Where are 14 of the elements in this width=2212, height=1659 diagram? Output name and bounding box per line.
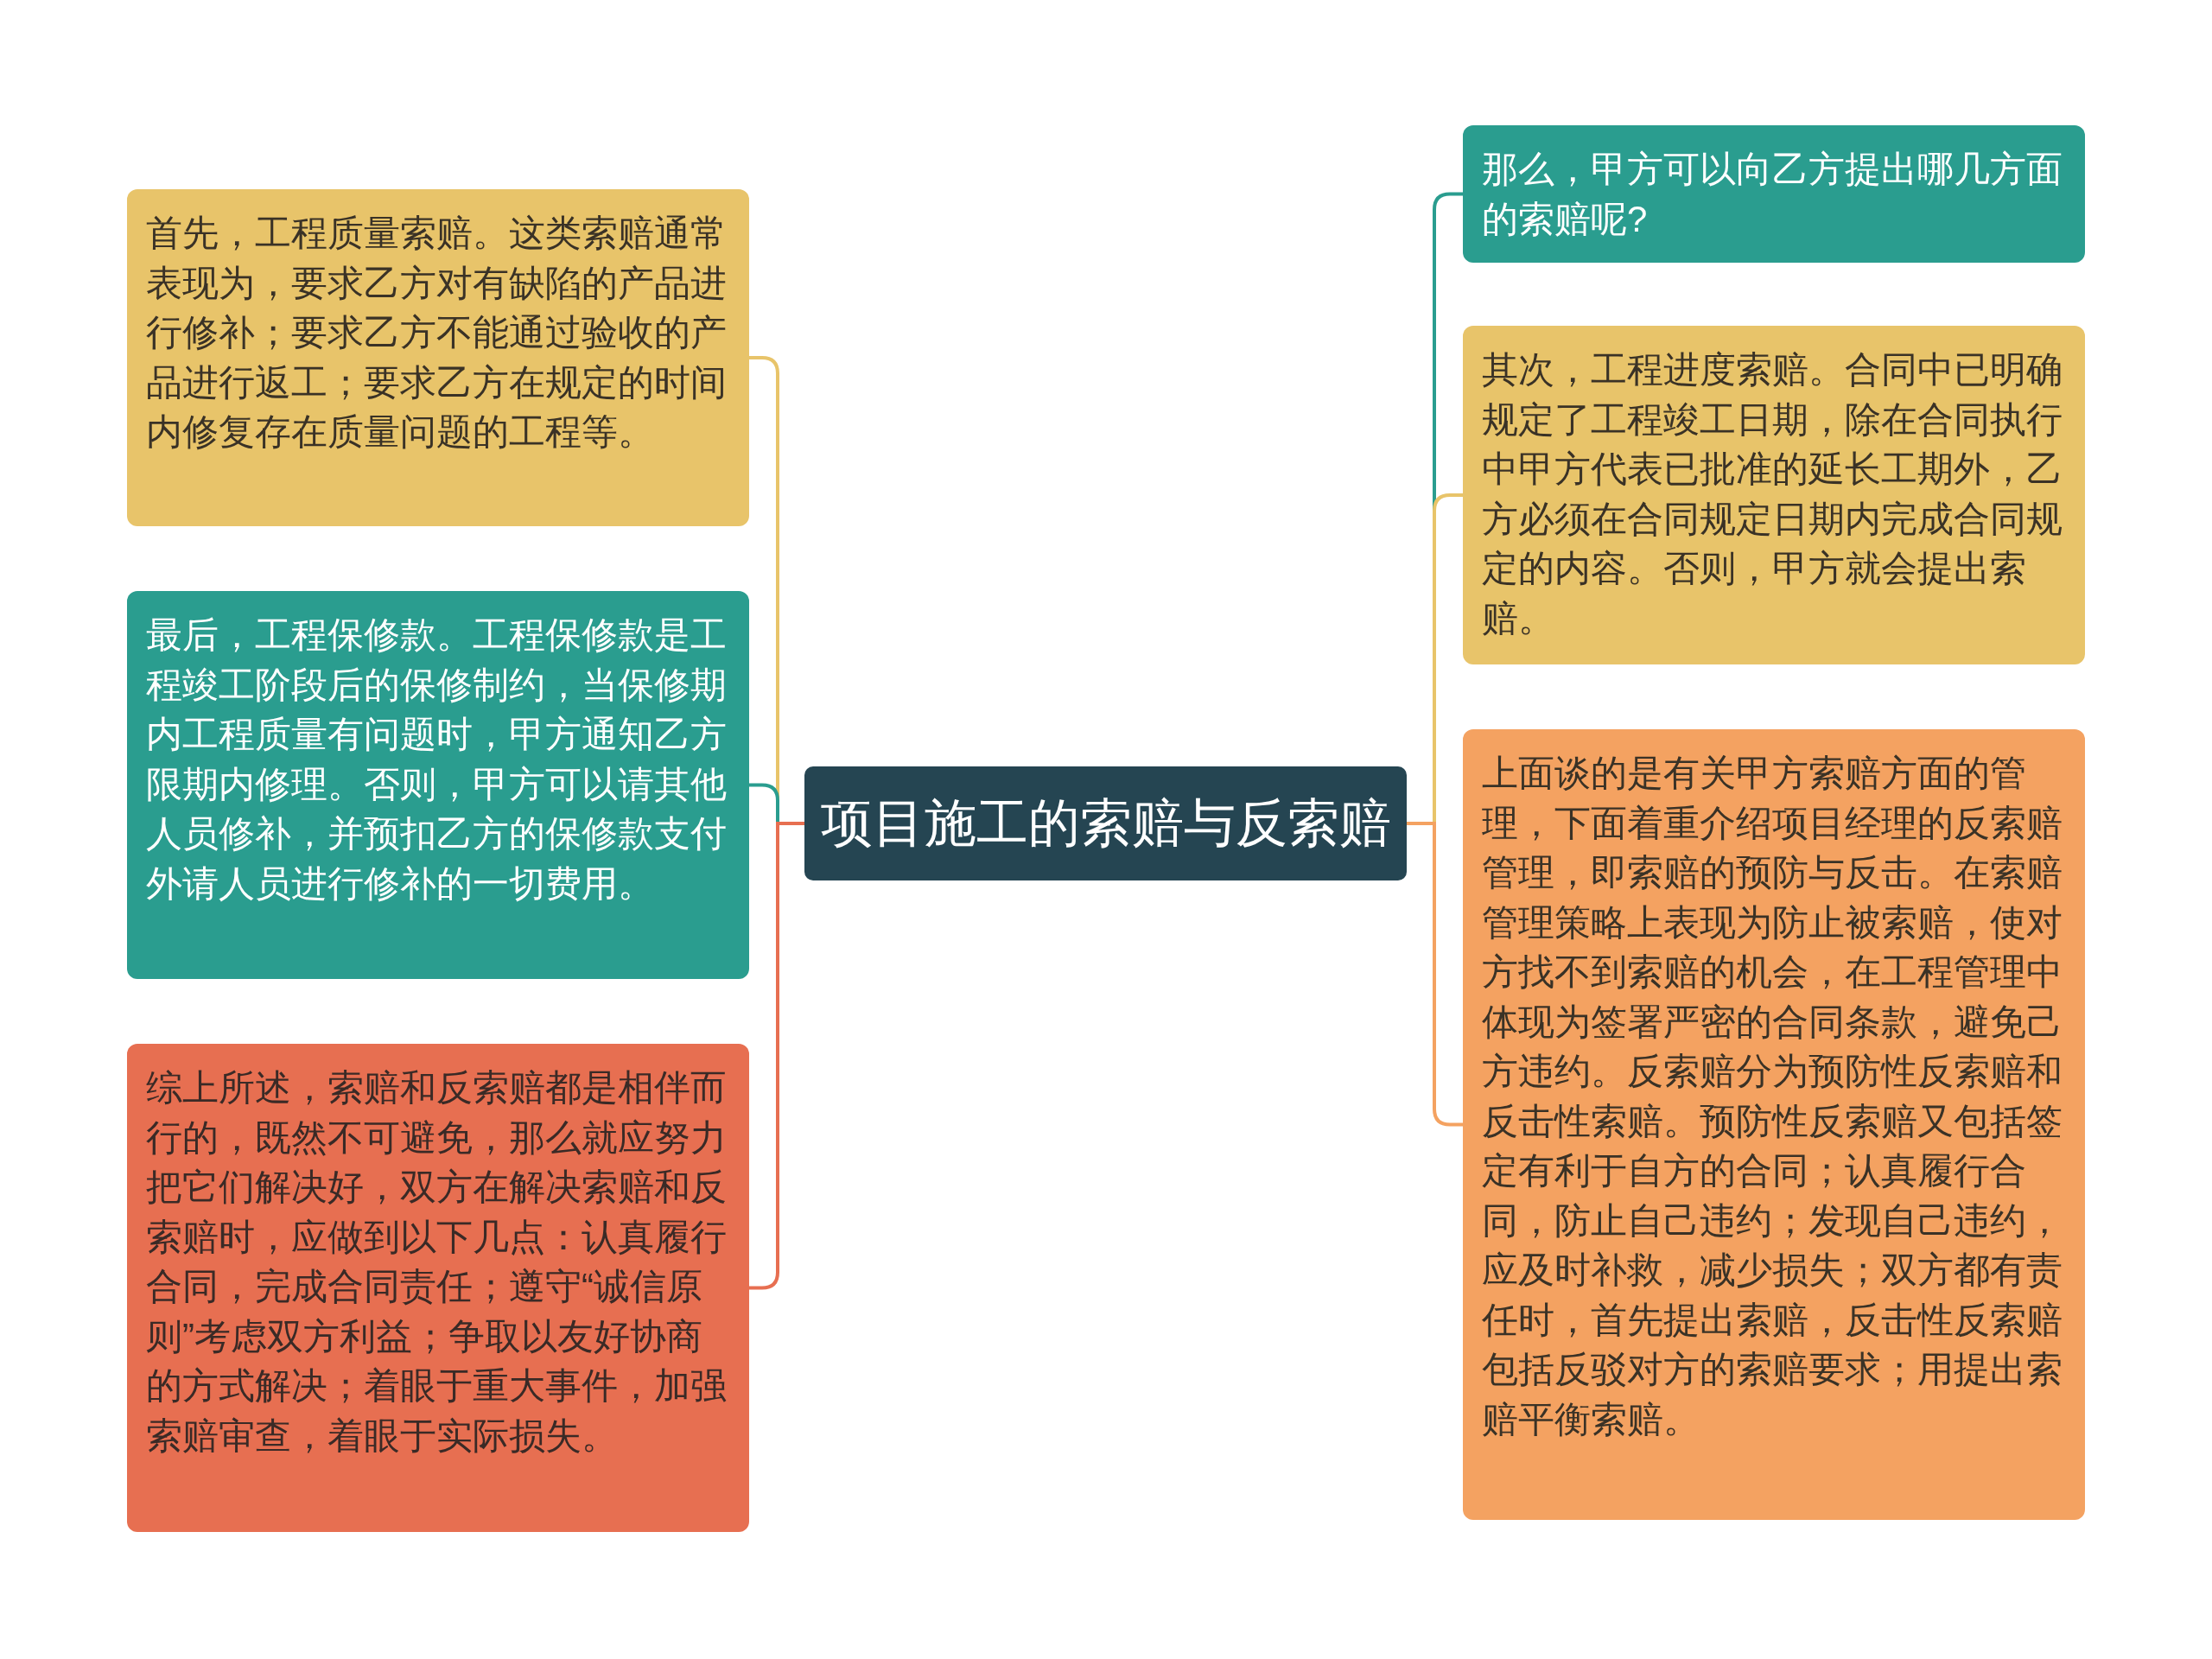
topic-box (1463, 326, 2085, 664)
central-topic (804, 766, 1407, 880)
topic-text: 那么，甲方可以向乙方提出哪几方面的索赔呢? (1482, 148, 2063, 241)
topic-box (1463, 125, 2085, 263)
topic-text: 上面谈的是有关甲方索赔方面的管理，下面着重介绍项目经理的反索赔管理，即索赔的预防与反击。在索赔管理策略上表现为防止被索赔，使对方找不到索赔的机会，在工程管理中体现为签署严密的合同条款，避免己方违约。反索赔分为预防性反索赔和反击性索赔。预防性反索赔又包括签定有利于自方的合同；认真履行合同，防止自己违约；发现自己违约，应及时补救，减少损失；双方都有责任时，首先提出索赔，反击性反索赔包括反驳对方的索赔要求；用提出索赔平衡索赔。 (1482, 752, 2063, 1441)
topic-box (127, 591, 749, 979)
topic-title: 项目施工的索赔与反索赔 (820, 793, 1391, 854)
topic-text: 综上所述，索赔和反索赔都是相伴而行的，既然不可避免，那么就应努力把它们解决好，双方在解决索赔和反索赔时，应做到以下几点：认真履行合同，完成合同责任；遵守“诚信原则”考虑双方利益；争取以友好协商的方式解决；着眼于重大事件，加强索赔审查，着眼于实际损失。 (146, 1066, 728, 1458)
topic-box (127, 1044, 749, 1532)
topic-text: 最后，工程保修款。工程保修款是工程竣工阶段后的保修制约，当保修期内工程质量有问题时，甲方通知乙方限期内修理。否则，甲方可以请其他人员修补，并预扣乙方的保修款支付外请人员进行修补的一切费用。 (146, 613, 728, 906)
topic-box (127, 189, 749, 526)
topic-box (1463, 729, 2085, 1520)
topic-text: 其次，工程进度索赔。合同中已明确规定了工程竣工日期，除在合同执行中甲方代表已批准的延长工期外，乙方必须在合同规定日期内完成合同规定的内容。否则，甲方就会提出索赔。 (1482, 348, 2063, 640)
topic-text: 首先，工程质量索赔。这类索赔通常表现为，要求乙方对有缺陷的产品进行修补；要求乙方不能通过验收的产品进行返工；要求乙方在规定的时间内修复存在质量问题的工程等。 (146, 212, 728, 454)
